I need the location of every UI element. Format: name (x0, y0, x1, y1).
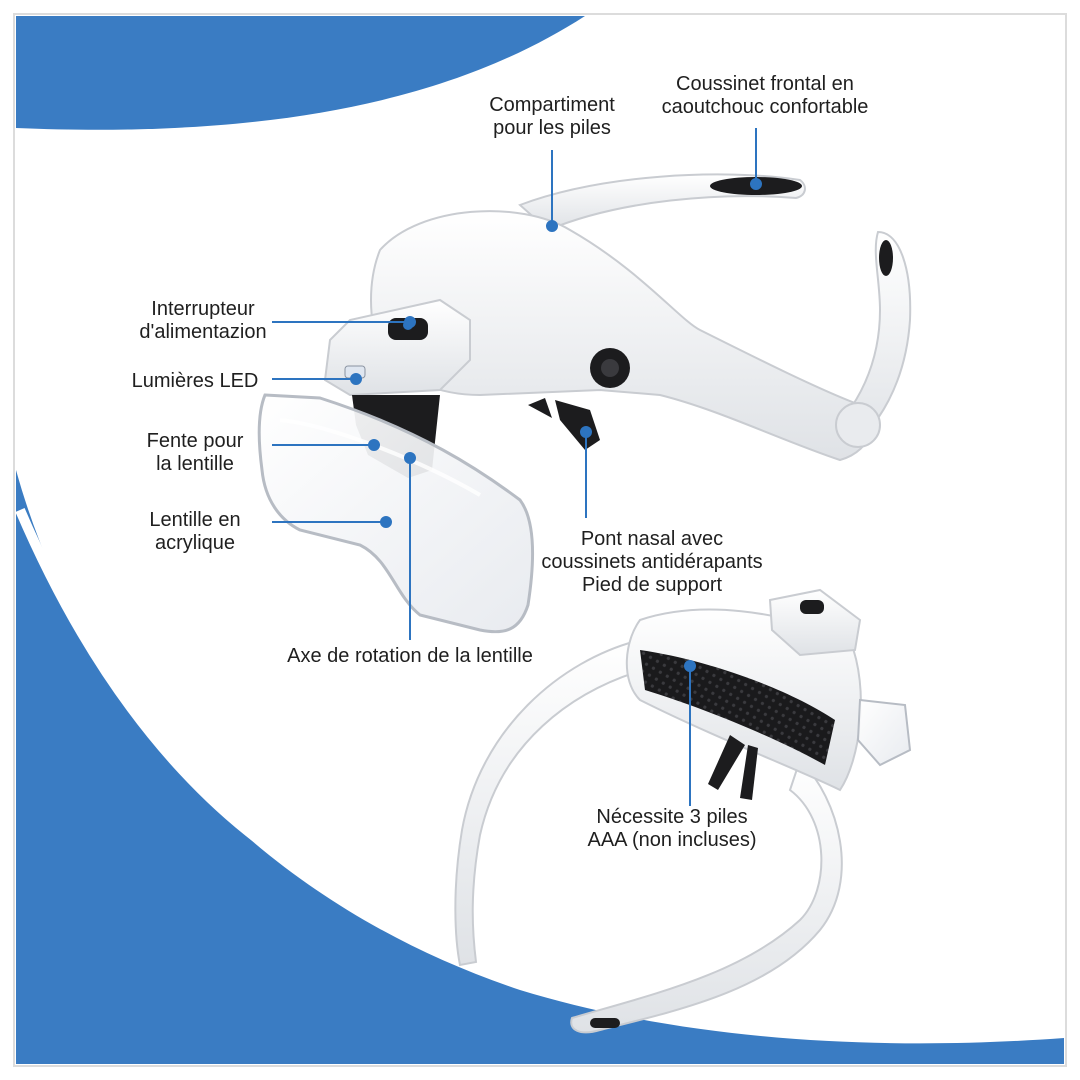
label-line: Pied de support (581, 574, 723, 596)
nose-pad-right (555, 400, 600, 450)
label-line: Interrupteur (151, 298, 255, 320)
nose-pad-left (528, 398, 552, 418)
side-pad (879, 240, 893, 276)
label-led-lights: Lumières LED (120, 370, 270, 393)
page-border (13, 13, 1067, 1067)
headband-loop (454, 638, 652, 967)
dot-lens (380, 516, 392, 528)
dot-led (350, 373, 362, 385)
headband-magnifier-rear-view (454, 588, 912, 1034)
label-line: Nécessite 3 piles (596, 806, 748, 828)
label-line: pour les piles (493, 117, 611, 139)
callout-lines (272, 128, 762, 806)
dot-battery (546, 220, 558, 232)
top-blue-swoosh (16, 16, 585, 130)
headband-lower-strap (570, 758, 843, 1034)
dot-slot (368, 439, 380, 451)
label-battery-compartment: Compartiment pour les piles (472, 94, 632, 140)
dot-power (404, 316, 416, 328)
bottom-blue-swoosh (16, 470, 1064, 1064)
rear-nose-pad-left (708, 735, 745, 790)
label-line: d'alimentazion (139, 321, 267, 343)
rear-lens-edge (856, 698, 912, 767)
label-line: Fente pour (146, 430, 244, 452)
label-batteries-required: Nécessite 3 piles AAA (non incluses) (574, 806, 770, 852)
label-line: Compartiment (489, 94, 615, 116)
label-power-switch: Interrupteur d'alimentazion (128, 298, 278, 344)
label-line: Axe de rotation de la lentille (287, 645, 533, 667)
label-line: Coussinet frontal en (676, 73, 854, 95)
label-forehead-cushion: Coussinet frontal en caoutchouc conforta… (652, 73, 878, 119)
label-line: caoutchouc confortable (661, 96, 869, 118)
label-line: Lentille en (149, 509, 241, 531)
headband-magnifier-top-view (257, 173, 912, 634)
dot-axis (404, 452, 416, 464)
label-line: AAA (non incluses) (587, 829, 757, 851)
forehead-mesh-pad (640, 650, 835, 765)
label-nose-bridge: Pont nasal avec coussinets antidérapants… (530, 528, 774, 597)
acrylic-lens (257, 393, 534, 634)
dot-nose (580, 426, 592, 438)
top-light-unit (768, 588, 862, 657)
dot-forehead (750, 178, 762, 190)
led-light-unit (323, 298, 471, 397)
right-hinge-knob (835, 402, 881, 448)
top-power-switch (800, 600, 824, 614)
label-lens-slot: Fente pour la lentille (120, 430, 270, 476)
side-dial-center (601, 359, 619, 377)
label-acrylic-lens: Lentille en acrylique (120, 509, 270, 555)
label-lens-rotation-axis: Axe de rotation de la lentille (262, 645, 558, 668)
label-line: acrylique (154, 532, 236, 554)
strap-end-slot (590, 1018, 620, 1028)
white-swoosh-stripe (15, 508, 392, 915)
label-line: la lentille (156, 453, 234, 475)
label-line: Pont nasal avec (580, 528, 724, 550)
dot-batteries (684, 660, 696, 672)
rear-nose-pad-right (740, 745, 758, 800)
label-line: Lumières LED (131, 370, 259, 392)
label-line: coussinets antidérapants (541, 551, 763, 573)
